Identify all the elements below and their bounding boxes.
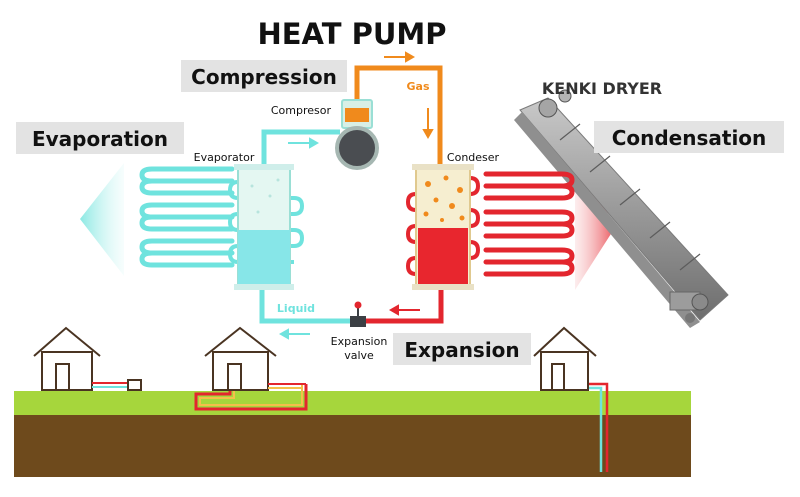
evaporator-tank — [234, 164, 294, 290]
ground-loop-vertical — [585, 382, 609, 472]
condenser-tank — [412, 164, 474, 290]
evaporator-label: Evaporator — [194, 151, 255, 164]
gas-flow-label: Gas — [407, 80, 430, 93]
cold-air-cone — [80, 163, 124, 276]
grass-strip — [14, 391, 691, 415]
house-right — [533, 326, 597, 391]
flow-arrows — [278, 51, 434, 340]
condenser-coil — [483, 171, 575, 277]
house-middle — [204, 326, 306, 391]
house-left — [33, 326, 142, 391]
soil-layer — [14, 415, 691, 477]
compression-label: Compression — [191, 65, 337, 89]
liquid-hot-pipe — [366, 290, 444, 324]
expansion-valve-label-2: valve — [344, 349, 374, 362]
gas-pipe — [354, 65, 443, 164]
expansion-valve — [350, 301, 366, 327]
ground-loop-horizontal — [194, 384, 308, 411]
compressor — [335, 99, 379, 170]
condenser-label: Condeser — [447, 151, 500, 164]
evaporator-coil — [139, 166, 235, 268]
condensation-label: Condensation — [612, 126, 767, 150]
evaporator-inner-coil — [227, 180, 305, 264]
compression-label-bg — [181, 60, 347, 92]
compressor-label: Compresor — [271, 104, 332, 117]
suction-pipe — [261, 129, 340, 164]
evaporation-label-bg — [16, 122, 184, 154]
expansion-label: Expansion — [404, 338, 519, 362]
kenki-dryer-label: KENKI DRYER — [542, 79, 662, 98]
expansion-valve-label-1: Expansion — [331, 335, 388, 348]
condensation-label-bg — [594, 121, 784, 153]
evaporation-label: Evaporation — [32, 127, 168, 151]
kenki-dryer-machine — [514, 89, 729, 328]
diagram-title: HEAT PUMP — [257, 17, 446, 51]
liquid-flow-label: Liquid — [277, 302, 315, 315]
expansion-label-bg — [393, 333, 531, 365]
liquid-cold-pipe — [259, 290, 352, 324]
